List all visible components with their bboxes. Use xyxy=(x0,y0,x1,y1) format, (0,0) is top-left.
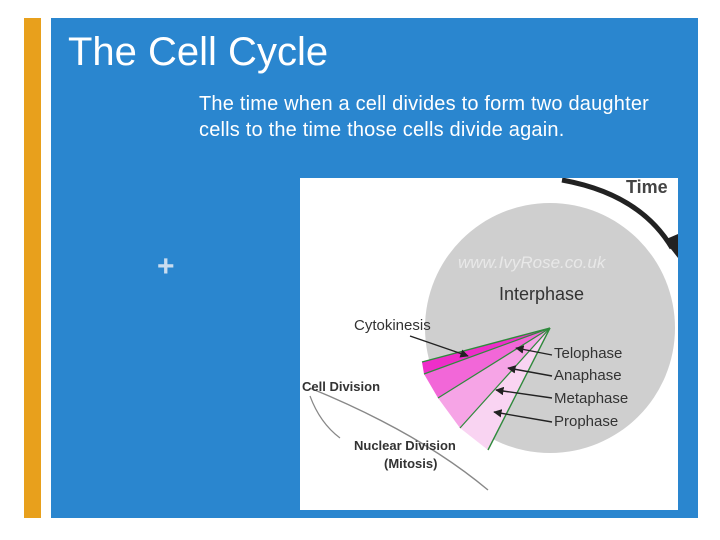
division-arc xyxy=(309,387,489,491)
phase-label-telophase: Telophase xyxy=(554,345,622,362)
cytokinesis-pointer xyxy=(409,335,469,358)
boundary-ray xyxy=(437,327,551,399)
slide-title: The Cell Cycle xyxy=(68,30,329,74)
prophase-sector xyxy=(460,328,550,450)
phase-label-anaphase: Anaphase xyxy=(554,367,622,384)
mitosis-label: (Mitosis) xyxy=(384,456,437,471)
nuclear-division-label: Nuclear Division xyxy=(354,438,456,453)
prophase-pointer xyxy=(493,409,553,423)
plus-icon: + xyxy=(157,250,175,283)
phase-label-prophase: Prophase xyxy=(554,413,618,430)
boundary-ray xyxy=(459,327,551,429)
time-arrow-head xyxy=(664,234,678,258)
metaphase-pointer xyxy=(495,386,553,399)
boundary-ray xyxy=(421,327,551,363)
boundary-ray xyxy=(423,327,551,375)
cytokinesis-label: Cytokinesis xyxy=(354,317,431,334)
accent-bar xyxy=(24,18,41,518)
time-arc xyxy=(561,178,675,250)
cell-division-label: Cell Division xyxy=(302,379,380,394)
cell-cycle-diagram: Time www.IvyRose.co.uk Interphase Cytoki… xyxy=(300,178,678,510)
telophase-pointer xyxy=(515,345,553,356)
slide-body-text: The time when a cell divides to form two… xyxy=(199,93,650,141)
division-bracket xyxy=(309,395,341,439)
cell-cycle-figure: Time www.IvyRose.co.uk Interphase Cytoki… xyxy=(302,178,678,491)
time-label: Time xyxy=(626,178,668,197)
interphase-label: Interphase xyxy=(499,284,584,304)
anaphase-pointer xyxy=(507,365,553,377)
watermark-text: www.IvyRose.co.uk xyxy=(458,253,607,272)
boundary-ray xyxy=(487,327,551,451)
phase-label-metaphase: Metaphase xyxy=(554,390,628,407)
